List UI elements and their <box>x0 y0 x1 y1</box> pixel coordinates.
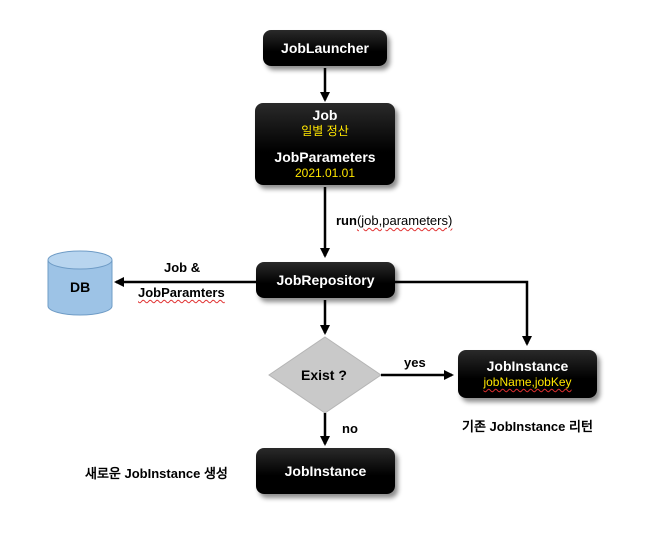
new-create-note: 새로운 JobInstance 생성 <box>85 466 228 481</box>
job-parameters-edge-label: JobParamters <box>138 285 225 300</box>
run-edge-label-bold: run <box>336 213 357 228</box>
job-box: Job 일별 정산 JobParameters 2021.01.01 <box>255 103 395 185</box>
db-label: DB <box>70 279 91 295</box>
job-parameters-title: JobParameters <box>274 149 376 165</box>
job-parameters-value: 2021.01.01 <box>294 166 356 180</box>
job-repository-label: JobRepository <box>276 271 375 288</box>
run-edge-label-args: (job,parameters) <box>356 213 453 228</box>
job-launcher-label: JobLauncher <box>281 39 369 56</box>
decision-label: Exist ? <box>301 367 347 383</box>
existing-job-instance-label: JobInstance <box>486 358 569 374</box>
no-label: no <box>342 421 358 436</box>
existing-job-instance-box: JobInstance jobName,jobKey <box>458 350 597 398</box>
existing-return-note: 기존 JobInstance 리턴 <box>462 419 593 434</box>
job-repository-box: JobRepository <box>256 262 395 298</box>
db-cylinder <box>47 250 113 316</box>
job-title-sub: 일별 정산 <box>301 124 349 138</box>
existing-job-instance-key: jobName,jobKey <box>483 375 572 389</box>
yes-label: yes <box>404 355 426 370</box>
new-job-instance-box: JobInstance <box>256 448 395 494</box>
arrow-repository-to-existing-instance <box>395 280 532 346</box>
job-title: Job <box>312 107 338 123</box>
job-launcher-box: JobLauncher <box>263 30 387 66</box>
run-edge-label: run(job,parameters) <box>336 213 452 228</box>
new-job-instance-label: JobInstance <box>284 462 367 479</box>
job-and-label: Job & <box>164 260 201 275</box>
